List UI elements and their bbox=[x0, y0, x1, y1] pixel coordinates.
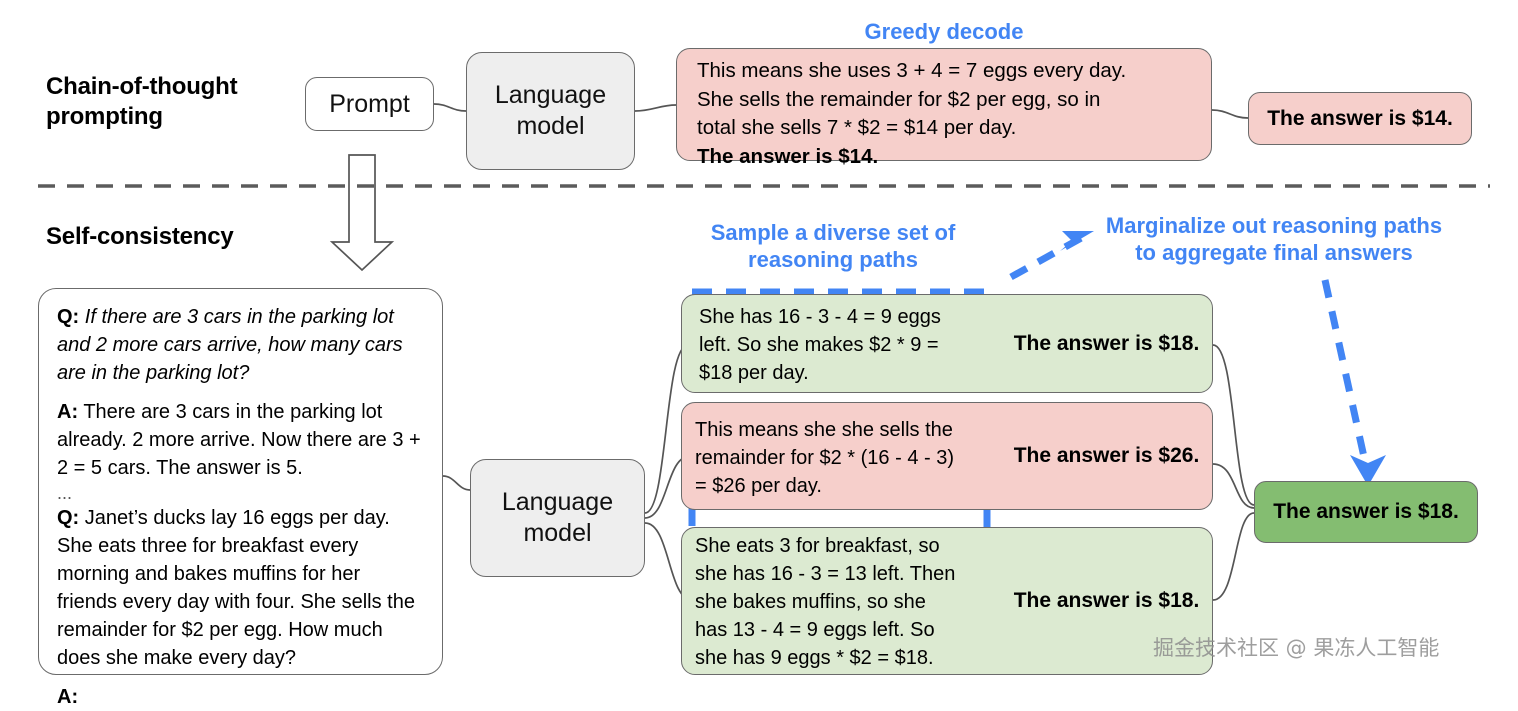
prompt-qa-block: Q: If there are 3 cars in the parking lo… bbox=[57, 303, 424, 711]
page-title-self-consistency: Self-consistency bbox=[46, 223, 234, 250]
path-answer-1: The answer is $18. bbox=[1013, 331, 1200, 355]
path-answer-3: The answer is $18. bbox=[1013, 589, 1200, 612]
final-answer-label-top: The answer is $14. bbox=[1267, 106, 1453, 130]
connector-path3-to-final bbox=[1212, 512, 1255, 601]
prompt-box-top[interactable]: Prompt bbox=[305, 77, 434, 131]
a2-label: A: bbox=[57, 686, 79, 708]
language-model-label-bottom: Language model bbox=[501, 488, 614, 547]
a1-label: A: bbox=[57, 401, 79, 423]
connector-output-to-answer bbox=[1211, 109, 1249, 119]
q1-text: If there are 3 cars in the parking lot a… bbox=[57, 306, 403, 384]
q2-text: Janet’s ducks lay 16 eggs per day. She e… bbox=[57, 507, 415, 669]
page-title-chain-of-thought: Chain-of-thought prompting bbox=[46, 73, 238, 130]
language-model-box-bottom[interactable]: Language model bbox=[470, 459, 645, 577]
reasoning-path-box-1 bbox=[681, 294, 1213, 393]
q1-label: Q: bbox=[57, 306, 80, 328]
final-answer-box-top: The answer is $14. bbox=[1248, 92, 1472, 145]
prompt-box-bottom: Q: If there are 3 cars in the parking lo… bbox=[38, 288, 443, 708]
path-answer-2: The answer is $26. bbox=[1013, 444, 1200, 467]
connector-lm-to-output bbox=[634, 104, 677, 112]
connector-path2-to-final bbox=[1212, 463, 1255, 509]
block-arrow-down bbox=[329, 154, 395, 272]
connector-prompt2-to-lm2 bbox=[442, 475, 471, 491]
marginalize-label: Marginalize out reasoning paths to aggre… bbox=[1105, 213, 1443, 265]
watermark: 掘金技术社区 @ 果冻人工智能 bbox=[1153, 636, 1440, 660]
greedy-decode-label: Greedy decode bbox=[864, 19, 1024, 44]
reasoning-path-box-2 bbox=[681, 402, 1213, 510]
reasoning-path-text-2: This means she she sells the remainder f… bbox=[695, 419, 954, 497]
cot-output-text: This means she uses 3 + 4 = 7 eggs every… bbox=[697, 59, 1127, 168]
sample-paths-label: Sample a diverse set of reasoning paths bbox=[710, 220, 956, 272]
a1-text: There are 3 cars in the parking lot alre… bbox=[57, 401, 421, 479]
prompt-box-label: Prompt bbox=[329, 89, 410, 118]
ellipsis: ... bbox=[57, 483, 73, 503]
reasoning-path-text-3: She eats 3 for breakfast, so she has 16 … bbox=[695, 535, 956, 669]
blue-arrow-vertical-shaft bbox=[1321, 279, 1370, 467]
aggregated-answer-label: The answer is $18. bbox=[1273, 500, 1459, 523]
reasoning-path-text-1: She has 16 - 3 - 4 = 9 eggs left. So she… bbox=[699, 306, 941, 384]
aggregated-answer-box: The answer is $18. bbox=[1254, 481, 1478, 543]
connector-path1-to-final bbox=[1212, 344, 1255, 506]
cot-output-box: This means she uses 3 + 4 = 7 eggs every… bbox=[676, 48, 1212, 168]
reasoning-path-box-3 bbox=[681, 527, 1213, 675]
language-model-label-top: Language model bbox=[494, 81, 607, 140]
q2-label: Q: bbox=[57, 507, 80, 529]
connector-prompt-to-lm bbox=[433, 103, 467, 112]
language-model-box-top[interactable]: Language model bbox=[466, 52, 635, 170]
